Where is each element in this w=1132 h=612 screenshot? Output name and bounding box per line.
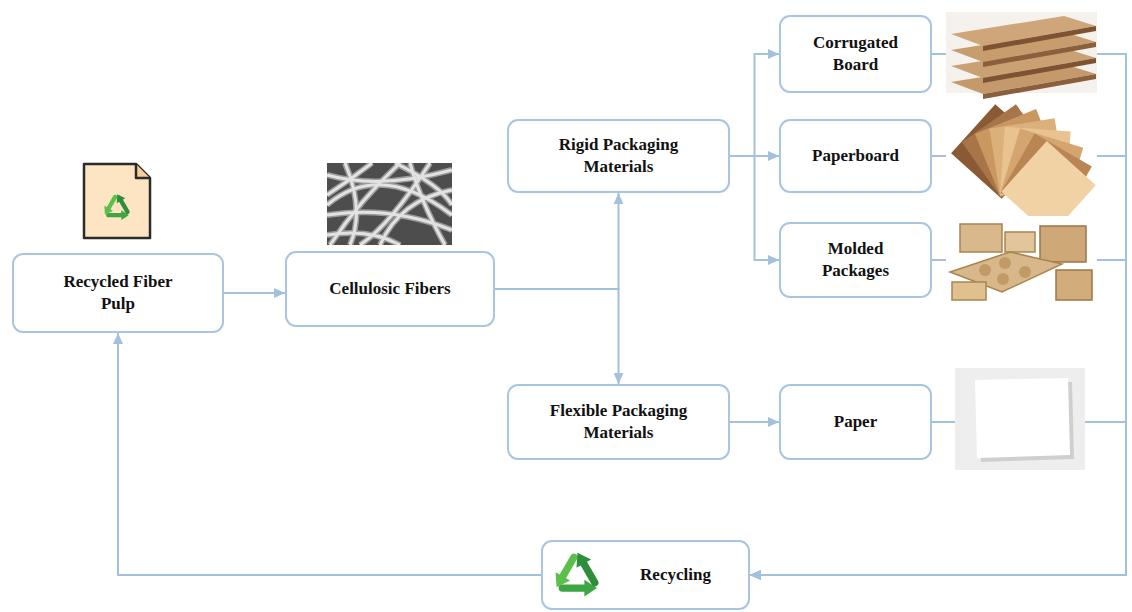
box-label: Flexible Packaging Materials — [529, 400, 709, 444]
process-box: Paper — [779, 384, 932, 460]
flow-arrow — [495, 193, 619, 289]
box-label: Paperboard — [812, 145, 899, 167]
box-label: Rigid Packaging Materials — [534, 134, 704, 178]
box-label: Cellulosic Fibers — [329, 278, 450, 300]
box-label: Molded Packages — [801, 238, 911, 282]
process-box: Rigid Packaging Materials — [507, 119, 730, 193]
process-box: Corrugated Board — [779, 15, 932, 93]
process-box: Recycling — [541, 540, 750, 610]
flow-arrow — [224, 292, 285, 294]
flow-arrow — [118, 333, 541, 575]
flow-arrow — [730, 421, 779, 423]
process-box: Recycled Fiber Pulp — [12, 253, 224, 333]
fiber-micrograph — [327, 163, 452, 245]
process-box: Cellulosic Fibers — [285, 251, 495, 327]
recycled-document-icon — [84, 164, 150, 238]
flow-arrow — [730, 54, 779, 156]
molded-packages-photo — [946, 216, 1097, 305]
box-label: Recycled Fiber Pulp — [48, 271, 188, 315]
corrugated-board-photo — [946, 12, 1097, 99]
box-label: Recycling — [640, 564, 711, 586]
process-box: Paperboard — [779, 119, 932, 193]
process-box: Flexible Packaging Materials — [507, 384, 730, 460]
flow-arrow — [730, 156, 779, 260]
box-label: Corrugated Board — [801, 32, 911, 76]
paper-sheet-photo — [955, 368, 1085, 470]
flow-arrow — [750, 260, 1126, 575]
recycling-symbol — [549, 548, 602, 596]
process-box: Molded Packages — [779, 222, 932, 298]
box-label: Paper — [834, 411, 877, 433]
flow-arrow — [750, 54, 1126, 575]
flow-arrow — [750, 156, 1126, 575]
flow-arrow — [495, 289, 619, 384]
